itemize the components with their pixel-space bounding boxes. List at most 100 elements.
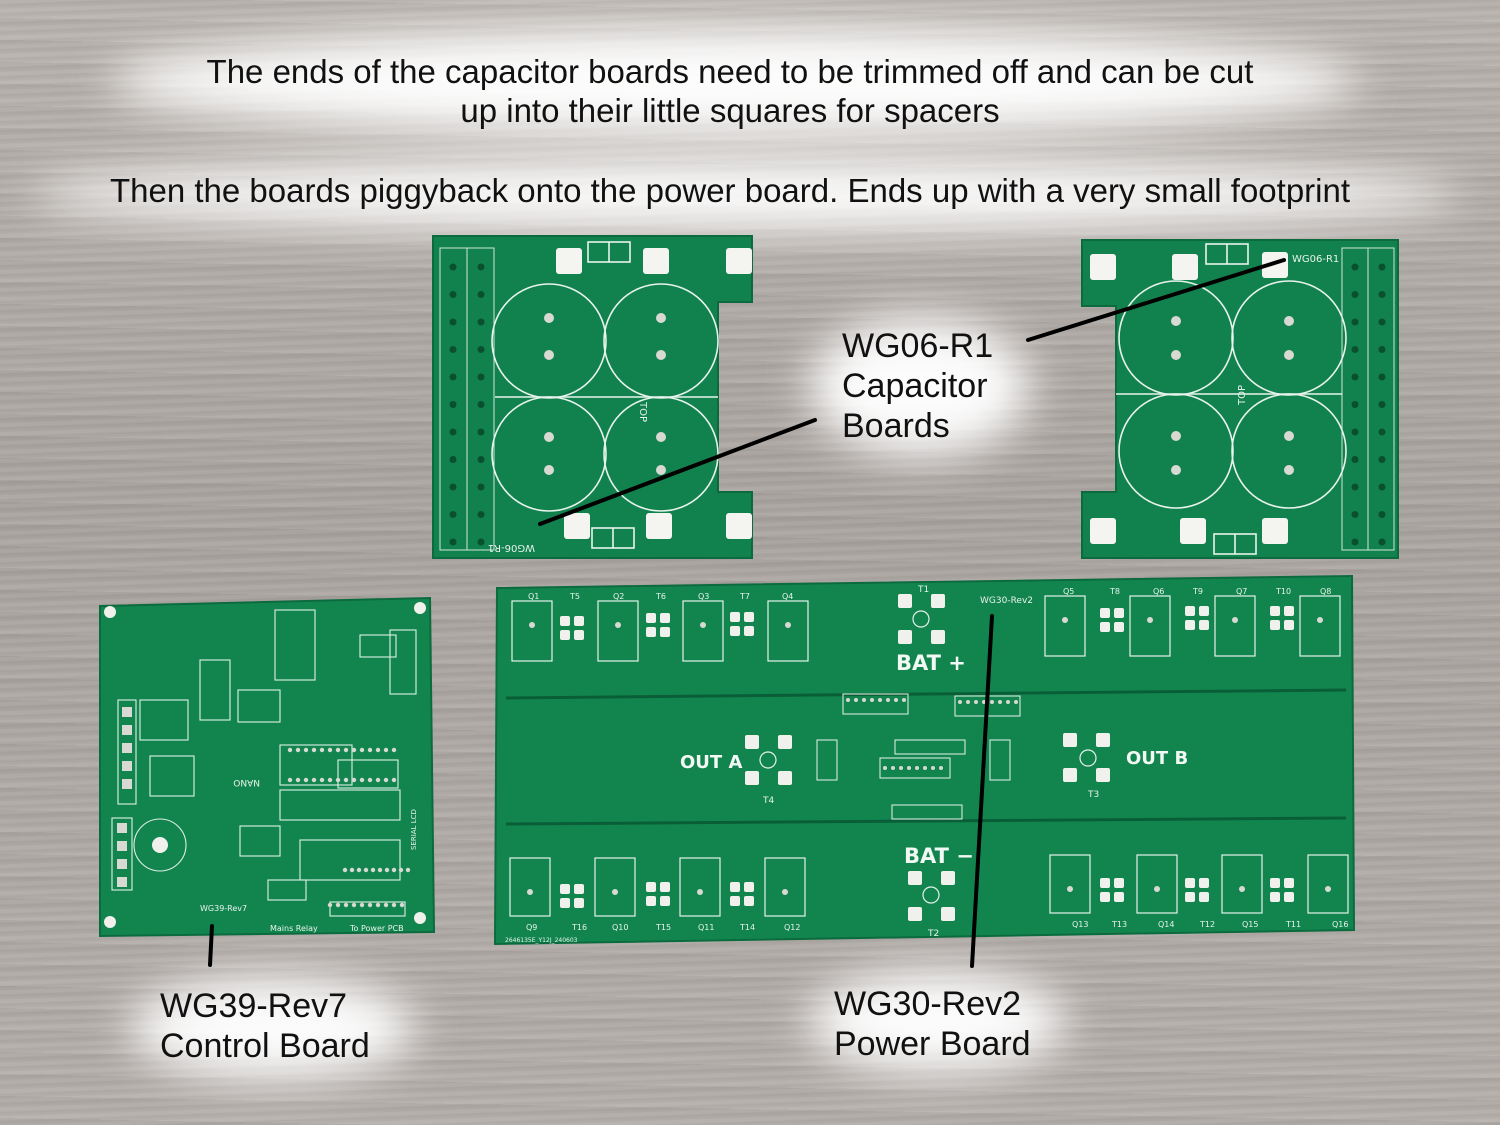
terminal-pad xyxy=(1199,620,1209,630)
pointer-capacitor-right xyxy=(1026,258,1286,342)
mosfet-hole xyxy=(697,889,703,895)
mosfet-outline xyxy=(1299,595,1341,657)
mosfet-outline xyxy=(1221,854,1263,914)
ic-pin xyxy=(367,747,373,753)
transformer-pad xyxy=(1063,733,1077,747)
terminal-pad xyxy=(574,884,584,894)
mosfet-label: T7 xyxy=(739,592,750,601)
terminal-pad xyxy=(744,626,754,636)
mosfet-label: Q1 xyxy=(528,592,539,601)
header-pin xyxy=(349,867,355,873)
header-pin xyxy=(356,867,362,873)
edge-hole xyxy=(477,538,485,546)
mosfet-label: T11 xyxy=(1285,920,1301,929)
mosfet-hole xyxy=(1154,886,1160,892)
edge-hole xyxy=(1378,263,1386,271)
terminal-pad xyxy=(646,613,656,623)
edge-hole xyxy=(1378,401,1386,408)
ic-pin xyxy=(998,700,1002,704)
mosfet-label: T12 xyxy=(1199,920,1215,929)
label-capacitor-line-3: Boards xyxy=(842,407,950,445)
mosfet-outline xyxy=(1129,595,1171,657)
ic-pin xyxy=(359,777,365,783)
ic-pin xyxy=(303,777,309,783)
edge-hole xyxy=(477,401,485,408)
terminal-pad xyxy=(660,896,670,906)
terminal-pad xyxy=(646,627,656,637)
connector-pad xyxy=(122,761,132,771)
edge-hole xyxy=(449,373,457,381)
transformer-pad xyxy=(898,630,912,644)
edge-hole xyxy=(477,456,485,463)
connector-pad xyxy=(122,743,132,753)
transformer-pad xyxy=(898,594,912,608)
terminal-pad xyxy=(744,896,754,906)
label-control-line-1: WG39-Rev7 xyxy=(160,987,348,1025)
silk-part-code: 2646135E_Y12J_240603 xyxy=(505,937,578,944)
terminal-pad xyxy=(1270,878,1280,888)
header-pin xyxy=(367,902,373,908)
connector-pad xyxy=(117,841,127,851)
ic-pin xyxy=(1006,700,1010,704)
edge-hole xyxy=(1351,401,1359,408)
edge-hole xyxy=(1351,483,1359,491)
silk-power-id: WG30-Rev2 xyxy=(980,596,1033,606)
mosfet-hole xyxy=(785,622,791,628)
ic-pin xyxy=(303,747,309,753)
label-power-line-1: WG30-Rev2 xyxy=(834,985,1022,1023)
ic-pin xyxy=(982,700,986,704)
mosfet-label: T6 xyxy=(655,592,666,601)
ic-pin xyxy=(907,766,911,770)
ic-pin xyxy=(295,747,301,753)
terminal-pad xyxy=(730,626,740,636)
terminal-pad xyxy=(574,630,584,640)
terminal-pad xyxy=(646,882,656,892)
header-pin xyxy=(399,902,405,908)
connector-pad xyxy=(122,707,132,717)
ic-pin xyxy=(891,766,895,770)
edge-hole xyxy=(477,263,485,271)
transformer-pad xyxy=(941,871,955,885)
mosfet-outline xyxy=(764,857,806,917)
silk-top-left: TOP xyxy=(637,401,648,422)
mosfet-label: T5 xyxy=(569,592,580,601)
transformer-pad xyxy=(941,907,955,921)
label-control-board: WG39-Rev7 Control Board xyxy=(160,986,370,1066)
mosfet-label: Q9 xyxy=(526,923,537,932)
mosfet-label: Q14 xyxy=(1158,920,1174,929)
ic-pin xyxy=(287,747,293,753)
mosfet-label: Q16 xyxy=(1332,920,1348,929)
label-control-line-2: Control Board xyxy=(160,1027,370,1065)
header-pin xyxy=(335,902,341,908)
ic-pin xyxy=(335,777,341,783)
terminal-pad xyxy=(1100,608,1110,618)
mosfet-hole xyxy=(1147,617,1153,623)
edge-hole xyxy=(477,373,485,381)
silk-nano: NANO xyxy=(233,777,260,787)
mosfet-outline xyxy=(682,600,724,662)
terminal-pad xyxy=(1270,620,1280,630)
terminal-pad xyxy=(730,612,740,622)
terminal-pad xyxy=(560,884,570,894)
connector-pad xyxy=(122,779,132,789)
edge-hole xyxy=(477,428,485,436)
transformer-pad xyxy=(931,594,945,608)
terminal-pad xyxy=(1284,620,1294,630)
edge-hole xyxy=(477,511,485,518)
ic-pin xyxy=(862,698,866,702)
header-pin xyxy=(377,867,383,873)
mosfet-label: T8 xyxy=(1109,587,1120,596)
terminal-pad xyxy=(1100,892,1110,902)
transformer-pad xyxy=(778,771,792,785)
edge-hole xyxy=(477,318,485,326)
terminal-pad xyxy=(660,882,670,892)
edge-hole xyxy=(449,511,457,518)
terminal-pad xyxy=(1185,892,1195,902)
transformer-pad xyxy=(745,771,759,785)
mosfet-hole xyxy=(1232,617,1238,623)
connector-pad xyxy=(117,823,127,833)
header-pin xyxy=(359,902,365,908)
ic-pin xyxy=(854,698,858,702)
